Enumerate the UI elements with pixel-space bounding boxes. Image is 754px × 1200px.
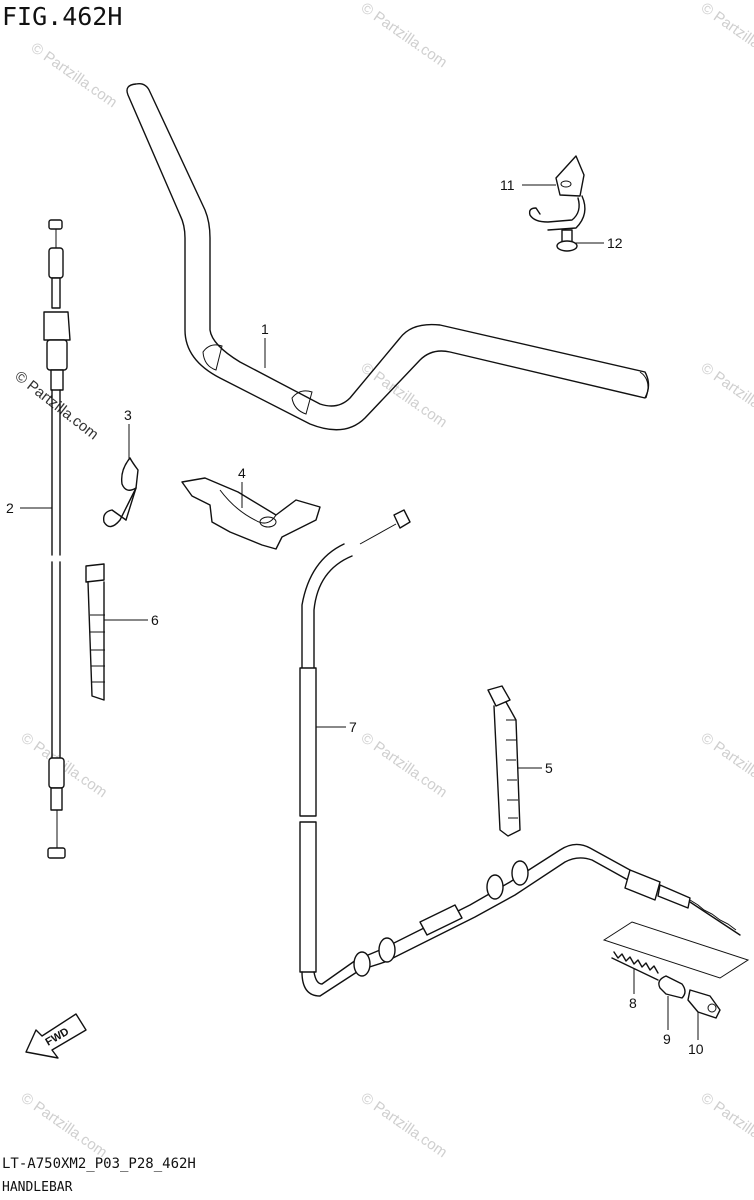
part-7-cable xyxy=(299,509,741,997)
watermark: © Partzilla.com xyxy=(358,359,451,431)
callout-10: 10 xyxy=(688,1041,704,1057)
watermark: © Partzilla.com xyxy=(358,0,451,71)
watermark: © Partzilla.com xyxy=(698,0,754,71)
part-10-fitting xyxy=(687,989,721,1019)
part-3-clip xyxy=(102,457,139,528)
watermark: © Partzilla.com xyxy=(18,1089,111,1161)
figure-title: FIG.462H xyxy=(2,2,123,31)
part-1-handlebar xyxy=(126,82,650,431)
callout-3: 3 xyxy=(124,407,132,423)
callout-4: 4 xyxy=(238,465,246,481)
figure-code: LT-A750XM2_P03_P28_462H xyxy=(2,1156,196,1172)
watermark: © Partzilla.com xyxy=(698,1089,754,1161)
callout-8: 8 xyxy=(629,995,637,1011)
part-2-cable xyxy=(43,219,71,859)
part-6-strap xyxy=(85,563,105,701)
figure-caption: HANDLEBAR xyxy=(2,1180,73,1195)
watermarks: © Partzilla.com © Partzilla.com © Partzi… xyxy=(12,0,754,1161)
part-5-cable-tie xyxy=(487,685,521,837)
callout-2: 2 xyxy=(6,500,14,516)
callout-6: 6 xyxy=(151,612,159,628)
watermark: © Partzilla.com xyxy=(698,729,754,801)
part-12-bolt xyxy=(556,229,578,252)
callout-1: 1 xyxy=(261,321,269,337)
watermark: © Partzilla.com xyxy=(358,729,451,801)
callout-7: 7 xyxy=(349,719,357,735)
watermark: © Partzilla.com xyxy=(28,39,121,111)
tie-teeth xyxy=(506,719,518,819)
callout-12: 12 xyxy=(607,235,623,251)
leader-lines xyxy=(20,184,699,1040)
part-9-collar xyxy=(658,975,686,999)
part-8-spring xyxy=(611,951,659,981)
part-11-bracket xyxy=(528,155,586,231)
callout-9: 9 xyxy=(663,1031,671,1047)
parts-8-10-group xyxy=(602,921,750,1019)
callouts: 1 2 3 4 5 6 7 8 9 10 11 12 xyxy=(6,177,704,1057)
fwd-arrow-icon: FWD xyxy=(25,1013,87,1059)
part-4-bracket xyxy=(181,477,321,550)
watermark: © Partzilla.com xyxy=(358,1089,451,1161)
callout-11: 11 xyxy=(500,177,515,193)
callout-5: 5 xyxy=(545,760,553,776)
watermark: © Partzilla.com xyxy=(698,359,754,431)
